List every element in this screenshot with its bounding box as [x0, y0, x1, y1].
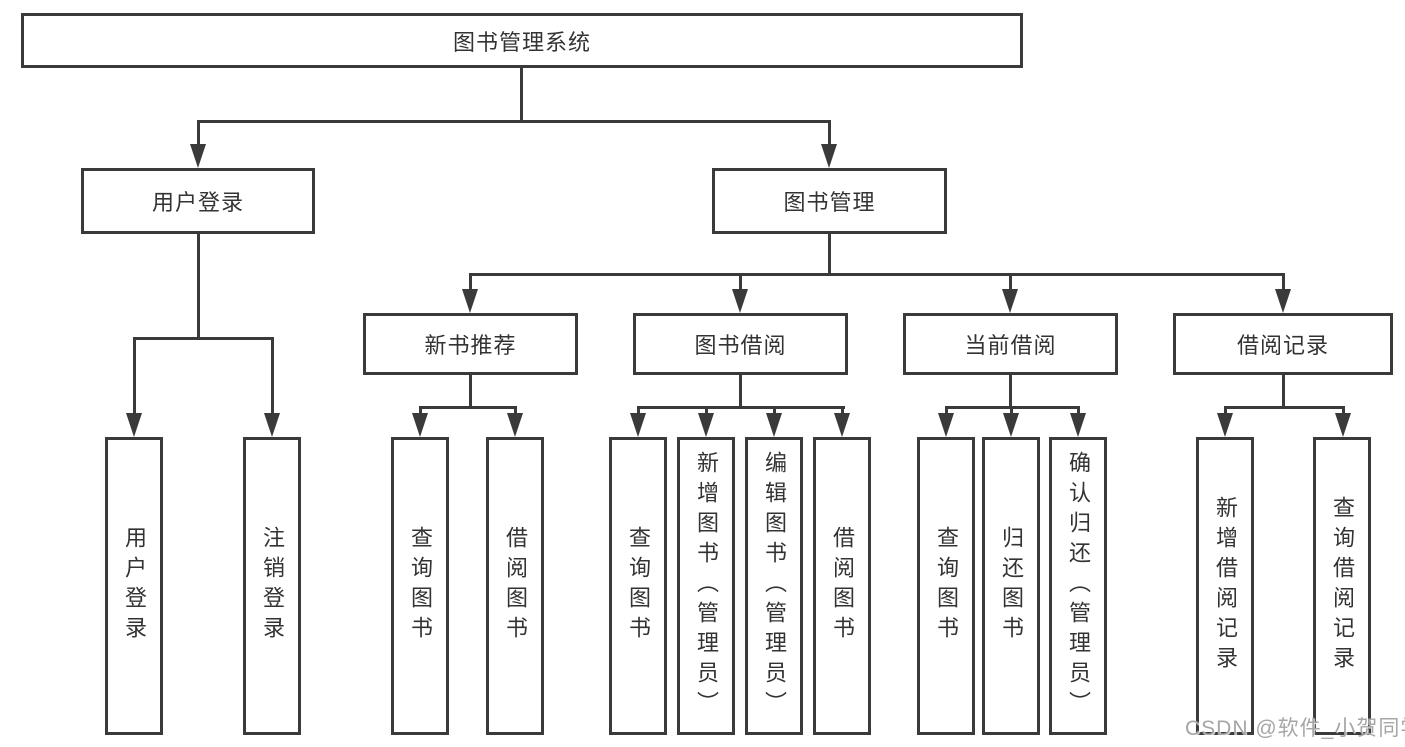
- connector-mgmt-to-current: [1009, 273, 1012, 291]
- node-borrow-records: 借阅记录: [1173, 313, 1393, 375]
- watermark: CSDN @软件_小贺同学: [1185, 717, 1405, 740]
- leaf-label: 查询图书: [626, 526, 651, 646]
- leaf-return-books: 归还图书: [982, 437, 1040, 735]
- node-user-login: 用户登录: [81, 168, 315, 234]
- connector-stub: [514, 406, 517, 415]
- arrow-down-icon: [1217, 413, 1233, 437]
- arrow-down-icon: [1070, 413, 1086, 437]
- node-label: 当前借阅: [964, 333, 1057, 358]
- leaf-label: 归还图书: [999, 526, 1024, 646]
- node-book-management: 图书管理: [712, 168, 947, 234]
- connector-mgmt-to-borrow: [739, 273, 742, 291]
- connector-borrow-branch: [637, 406, 845, 409]
- connector-login-to-leaf2: [271, 337, 274, 415]
- arrow-down-icon: [190, 144, 206, 168]
- arrow-down-icon: [1002, 289, 1018, 313]
- leaf-user-login: 用户登录: [105, 437, 163, 735]
- leaf-confirm-return-admin: 确认归还（管理员）: [1049, 437, 1107, 735]
- node-book-borrow: 图书借阅: [633, 313, 848, 375]
- connector-mgmt-branch: [469, 273, 1284, 276]
- leaf-label: 借阅图书: [503, 526, 528, 646]
- arrow-down-icon: [834, 413, 850, 437]
- node-current-borrow: 当前借阅: [903, 313, 1118, 375]
- connector-recommend-stem: [469, 375, 472, 408]
- connector-borrow-stem: [739, 375, 742, 408]
- connector-stub: [841, 406, 844, 415]
- connector-root-to-login: [197, 120, 200, 148]
- arrow-down-icon: [1335, 413, 1351, 437]
- connector-login-stem: [197, 234, 200, 339]
- leaf-query-books-current: 查询图书: [917, 437, 975, 735]
- connector-stub: [1077, 406, 1080, 415]
- node-label: 图书管理系统: [452, 29, 591, 55]
- node-label: 用户登录: [151, 190, 244, 215]
- leaf-query-books-recommend: 查询图书: [391, 437, 449, 735]
- connector-stub: [1010, 406, 1013, 415]
- leaf-add-borrow-record: 新增借阅记录: [1196, 437, 1254, 735]
- connector-login-branch: [133, 337, 274, 340]
- connector-stub: [945, 406, 948, 415]
- node-label: 借阅记录: [1236, 333, 1329, 358]
- connector-mgmt-to-records: [1282, 273, 1285, 291]
- leaf-label: 查询图书: [934, 526, 959, 646]
- leaf-add-books-admin: 新增图书（管理员）: [677, 437, 735, 735]
- arrow-down-icon: [698, 413, 714, 437]
- leaf-label: 注销登录: [260, 526, 285, 646]
- leaf-edit-books-admin: 编辑图书（管理员）: [745, 437, 803, 735]
- arrow-down-icon: [462, 289, 478, 313]
- arrow-down-icon: [1003, 413, 1019, 437]
- leaf-label: 查询借阅记录: [1330, 496, 1355, 676]
- connector-stub: [705, 406, 708, 415]
- leaf-query-borrow-record: 查询借阅记录: [1313, 437, 1371, 735]
- connector-current-stem: [1009, 375, 1012, 408]
- arrow-down-icon: [1275, 289, 1291, 313]
- connector-mgmt-to-recommend: [469, 273, 472, 291]
- arrow-down-icon: [412, 413, 428, 437]
- leaf-label: 用户登录: [122, 526, 147, 646]
- node-root-library-system: 图书管理系统: [21, 13, 1023, 68]
- connector-mgmt-stem: [828, 234, 831, 275]
- arrow-down-icon: [264, 413, 280, 437]
- arrow-down-icon: [766, 413, 782, 437]
- leaf-label: 新增图书（管理员）: [694, 451, 719, 721]
- leaf-label: 查询图书: [408, 526, 433, 646]
- connector-stub: [773, 406, 776, 415]
- arrow-down-icon: [630, 413, 646, 437]
- leaf-borrow-books-recommend: 借阅图书: [486, 437, 544, 735]
- connector-root-stem: [520, 68, 523, 122]
- leaf-borrow-books: 借阅图书: [813, 437, 871, 735]
- connector-stub: [1342, 406, 1345, 415]
- connector-root-branch: [197, 120, 831, 123]
- arrow-down-icon: [732, 289, 748, 313]
- arrow-down-icon: [507, 413, 523, 437]
- connector-stub: [419, 406, 422, 415]
- node-label: 图书借阅: [694, 333, 787, 358]
- connector-records-stem: [1282, 375, 1285, 408]
- leaf-label: 新增借阅记录: [1213, 496, 1238, 676]
- node-label: 新书推荐: [424, 333, 517, 358]
- connector-stub: [1224, 406, 1227, 415]
- connector-records-branch: [1224, 406, 1344, 409]
- arrow-down-icon: [821, 144, 837, 168]
- leaf-label: 编辑图书（管理员）: [762, 451, 787, 721]
- arrow-down-icon: [938, 413, 954, 437]
- connector-root-to-management: [828, 120, 831, 148]
- node-new-book-recommend: 新书推荐: [363, 313, 578, 375]
- connector-login-to-leaf1: [133, 337, 136, 415]
- connector-recommend-branch: [419, 406, 516, 409]
- node-label: 图书管理: [783, 190, 876, 215]
- leaf-query-books-borrow: 查询图书: [609, 437, 667, 735]
- arrow-down-icon: [126, 413, 142, 437]
- leaf-label: 借阅图书: [830, 526, 855, 646]
- leaf-label: 确认归还（管理员）: [1066, 451, 1091, 721]
- leaf-logout: 注销登录: [243, 437, 301, 735]
- connector-stub: [637, 406, 640, 415]
